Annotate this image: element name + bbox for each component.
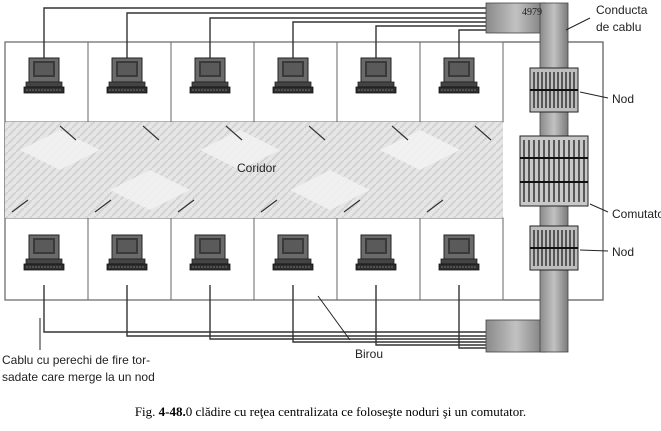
computer-icon bbox=[438, 234, 480, 271]
computer-icon bbox=[355, 57, 397, 94]
corridor-chevrons bbox=[20, 130, 460, 210]
node-top-label: Nod bbox=[612, 92, 634, 106]
computer-icon bbox=[106, 234, 148, 271]
computer-icon bbox=[189, 57, 231, 94]
computer-icon bbox=[355, 234, 397, 271]
conduit-label-line2: de cablu bbox=[596, 20, 641, 34]
leader-lines bbox=[39, 17, 609, 350]
caption-number: 4-48. bbox=[158, 404, 186, 419]
switch-label: Comutator bbox=[612, 207, 661, 221]
computer-icon bbox=[23, 234, 65, 271]
computer-icon bbox=[272, 234, 314, 271]
conduit-label: Conducta bbox=[596, 3, 648, 17]
figure-caption: Fig. 4-48.0 clădire cu reţea centralizat… bbox=[0, 404, 661, 420]
top-number-label: 4979 bbox=[522, 7, 542, 18]
computer-icon bbox=[272, 57, 314, 94]
computer-icon bbox=[189, 234, 231, 271]
top-cable-bundle bbox=[485, 2, 547, 34]
computer-icon bbox=[23, 57, 65, 94]
node-bottom bbox=[529, 225, 579, 271]
bottom-wiring bbox=[43, 285, 490, 349]
doors bbox=[11, 125, 492, 213]
switch bbox=[519, 135, 589, 207]
computer-icon bbox=[106, 57, 148, 94]
computer-icon bbox=[438, 57, 480, 94]
office-label: Birou bbox=[355, 347, 383, 361]
cable-label-line2: sadate care merge la un nod bbox=[2, 370, 155, 384]
top-wiring bbox=[43, 7, 490, 58]
cable-label-line1: Cablu cu perechi de fire tor- bbox=[2, 353, 150, 367]
bottom-cable-bundle bbox=[485, 319, 547, 353]
caption-text: 0 clădire cu reţea centralizata ce folos… bbox=[185, 404, 527, 419]
node-top bbox=[529, 67, 579, 113]
corridor-label: Coridor bbox=[237, 161, 276, 175]
caption-prefix: Fig. bbox=[134, 404, 159, 419]
node-bottom-label: Nod bbox=[612, 245, 634, 259]
